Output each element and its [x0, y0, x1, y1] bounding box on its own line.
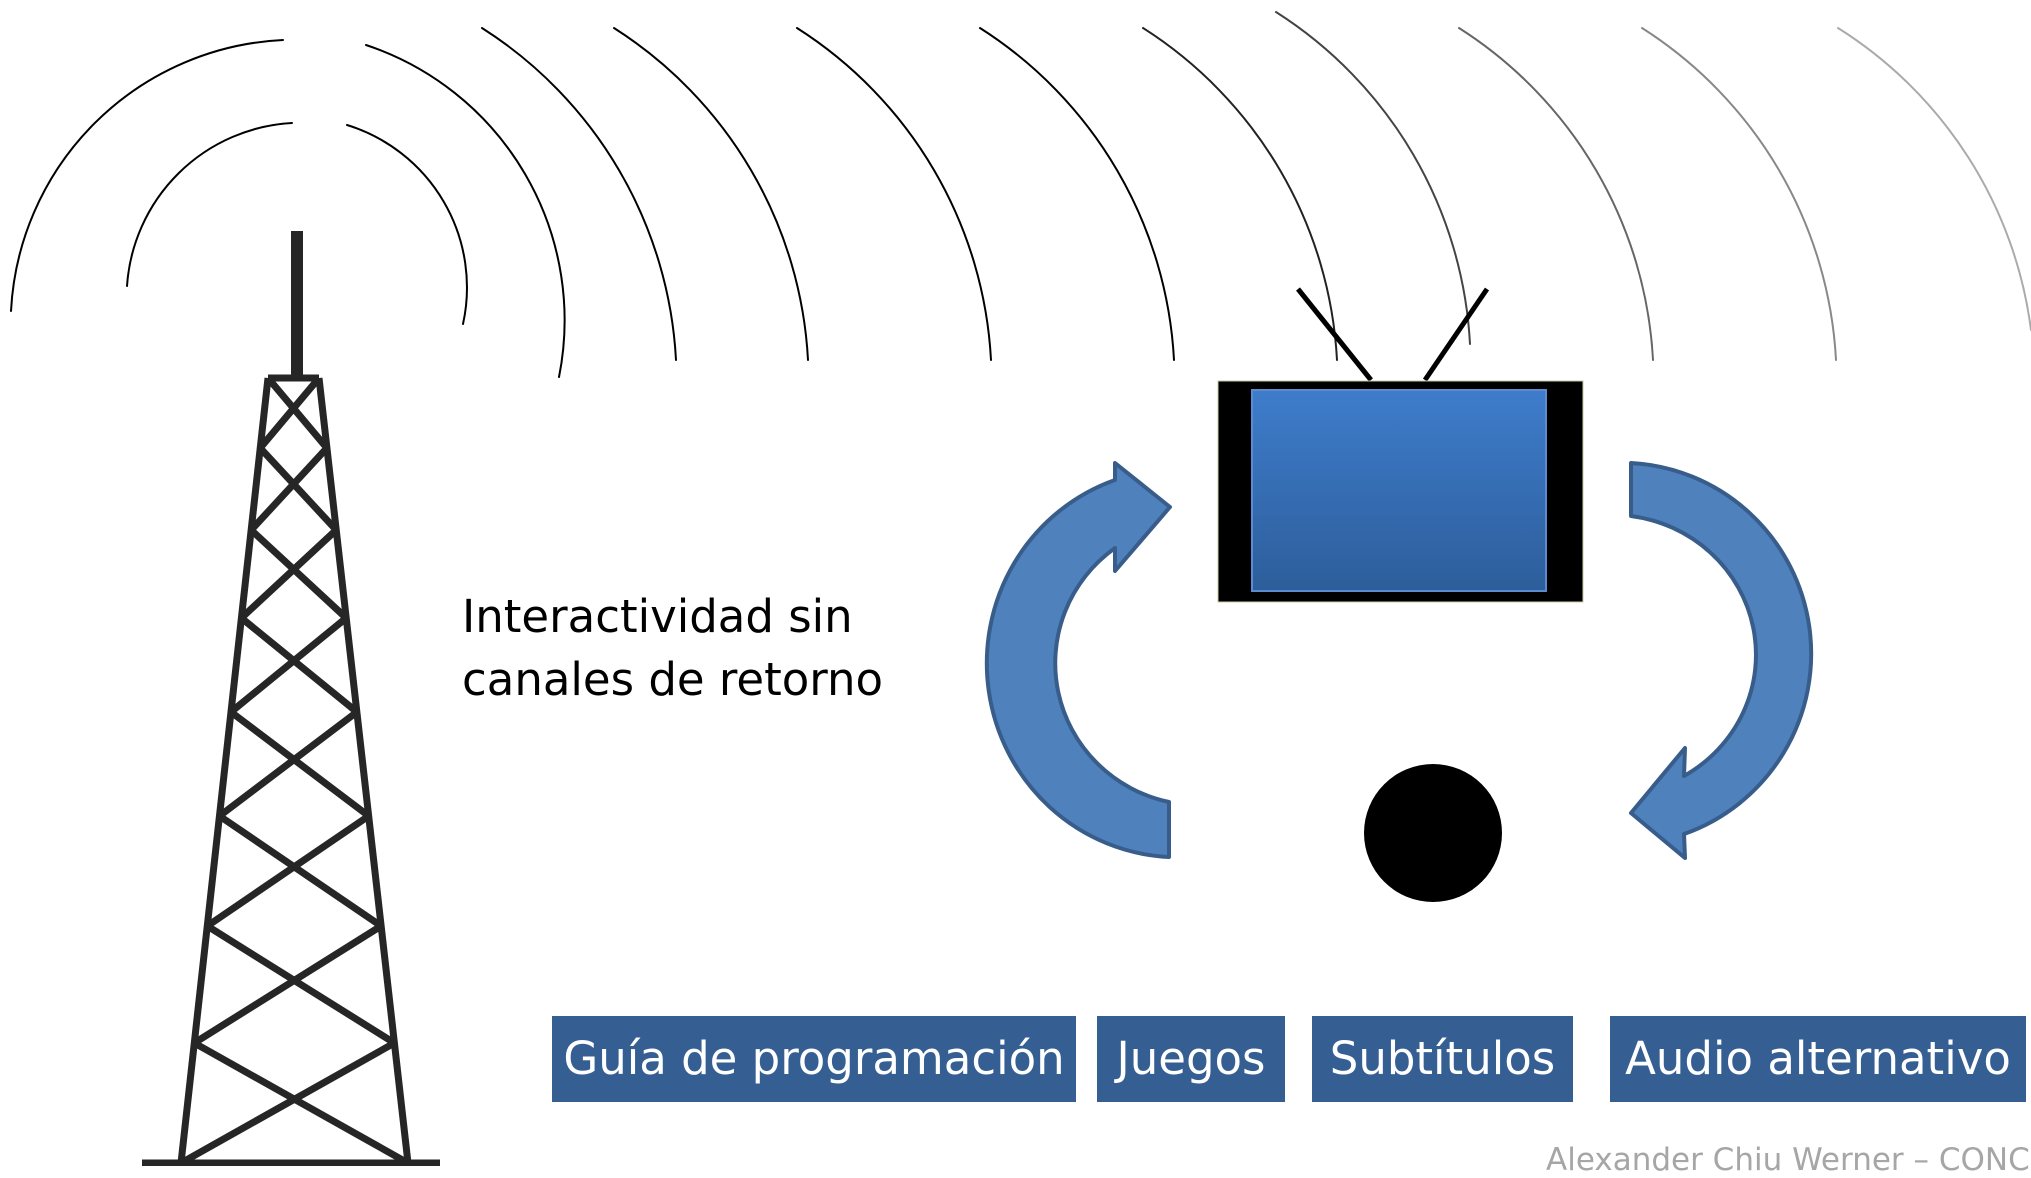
- caption-line-2: canales de retorno: [462, 653, 884, 706]
- television-icon: [1217, 287, 1584, 603]
- right-curved-arrow: [1629, 461, 1814, 860]
- interactivity-caption: Interactividad sin canales de retorno: [462, 585, 883, 711]
- service-box-juegos: Juegos: [1097, 1016, 1285, 1102]
- circular-arrows-icon: [984, 461, 1814, 860]
- tv-screen: [1251, 389, 1547, 592]
- footer-credit: Alexander Chiu Werner – CONCORT: [1546, 1142, 2031, 1178]
- broadcast-tower-icon: [142, 231, 440, 1166]
- service-box-subtitulos: Subtítulos: [1312, 1016, 1573, 1102]
- service-box-guia: Guía de programación: [552, 1016, 1076, 1102]
- caption-line-1: Interactividad sin: [462, 590, 853, 643]
- signal-waves-icon: [10, 11, 2031, 378]
- left-curved-arrow: [984, 461, 1172, 859]
- service-box-audio: Audio alternativo: [1610, 1016, 2026, 1102]
- viewer-icon: [1364, 764, 1502, 902]
